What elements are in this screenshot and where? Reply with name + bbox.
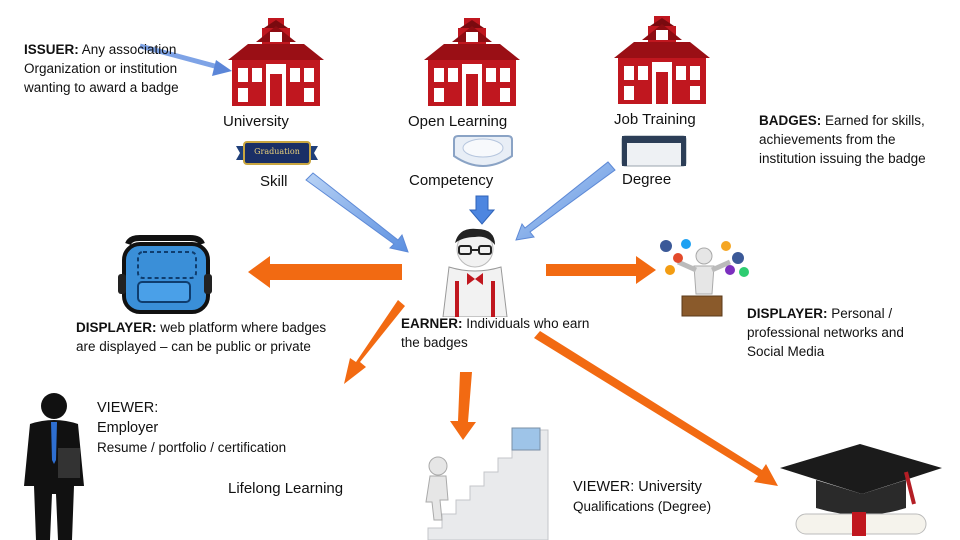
stairs-figure-icon bbox=[425, 427, 549, 540]
displayer-social-description: DISPLAYER: Personal / professional netwo… bbox=[747, 304, 947, 361]
viewer-university-text: Qualifications (Degree) bbox=[573, 499, 712, 514]
earner-avatar-icon bbox=[442, 228, 508, 317]
viewer-employer-title: VIEWER: bbox=[97, 400, 159, 416]
schoolhouse-icon bbox=[424, 18, 520, 106]
viewer-employer-subtitle: Employer bbox=[97, 420, 159, 436]
lifelong-learning-label: Lifelong Learning bbox=[228, 480, 344, 497]
issuer-description: ISSUER: Any association Organization or … bbox=[24, 40, 224, 97]
certificate-badge-icon bbox=[621, 135, 687, 167]
displayer-social-title: DISPLAYER: bbox=[747, 306, 828, 321]
blue-arrow-skill-to-earner bbox=[305, 172, 409, 253]
viewer-university-title: VIEWER: University bbox=[573, 479, 702, 495]
badge-label-skill: Skill bbox=[260, 173, 288, 190]
issuer-pointer-arrow bbox=[139, 43, 232, 76]
orange-arrow-to-backpack bbox=[248, 256, 402, 288]
badge-label-competency: Competency bbox=[409, 172, 494, 189]
issuer-text-3: wanting to award a badge bbox=[24, 80, 179, 95]
badges-description: BADGES: Earned for skills, achievements … bbox=[759, 111, 954, 168]
ribbon-badge-icon: Graduation bbox=[236, 140, 318, 166]
earner-title: EARNER: bbox=[401, 316, 463, 331]
issuer-text-1: Any association bbox=[78, 42, 177, 57]
viewer-employer-text: Resume / portfolio / certification bbox=[97, 440, 287, 455]
badges-text-1: Earned for skills, bbox=[821, 113, 925, 128]
badges-title: BADGES: bbox=[759, 113, 822, 128]
displayer-social-text-3: Social Media bbox=[747, 344, 825, 359]
orange-arrow-to-lifelong bbox=[450, 372, 476, 440]
blue-arrow-degree-to-earner bbox=[515, 161, 616, 241]
institution-label-university: University bbox=[223, 113, 289, 130]
badges-text-2: achievements from the bbox=[759, 132, 896, 147]
schoolhouse-icon bbox=[614, 16, 710, 104]
viewer-employer-description: VIEWER: Employer Resume / portfolio / ce… bbox=[97, 398, 417, 457]
earner-text-1: Individuals who earn bbox=[462, 316, 590, 331]
employer-silhouette-icon bbox=[24, 393, 84, 540]
earner-text-2: the badges bbox=[401, 335, 468, 350]
oval-badge-icon bbox=[453, 135, 513, 167]
displayer-web-text-1: web platform where badges bbox=[156, 320, 327, 335]
viewer-university-description: VIEWER: University Qualifications (Degre… bbox=[573, 477, 773, 516]
badge-label-degree: Degree bbox=[622, 171, 672, 188]
displayer-social-text-2: professional networks and bbox=[747, 325, 904, 340]
graduation-cap-icon bbox=[780, 444, 942, 536]
backpack-icon bbox=[118, 235, 212, 314]
displayer-social-text-1: Personal / bbox=[827, 306, 893, 321]
issuer-title: ISSUER: bbox=[24, 42, 79, 57]
displayer-web-title: DISPLAYER: bbox=[76, 320, 157, 335]
schoolhouse-icon bbox=[228, 18, 324, 106]
social-media-icon bbox=[660, 239, 749, 317]
badges-text-3: institution issuing the badge bbox=[759, 151, 926, 166]
displayer-web-text-2: are displayed – can be public or private bbox=[76, 339, 311, 354]
orange-arrow-to-graduation bbox=[534, 331, 778, 486]
earner-description: EARNER: Individuals who earn the badges bbox=[401, 314, 611, 352]
displayer-web-description: DISPLAYER: web platform where badges are… bbox=[76, 318, 366, 356]
issuer-text-2: Organization or institution bbox=[24, 61, 178, 76]
institution-label-open-learning: Open Learning bbox=[408, 113, 508, 130]
institution-label-job-training: Job Training bbox=[614, 111, 696, 128]
ribbon-badge-text: Graduation bbox=[254, 147, 300, 156]
blue-arrow-competency-down bbox=[468, 195, 496, 225]
orange-arrow-to-social bbox=[546, 256, 656, 284]
orange-arrow-to-employer bbox=[344, 300, 405, 384]
